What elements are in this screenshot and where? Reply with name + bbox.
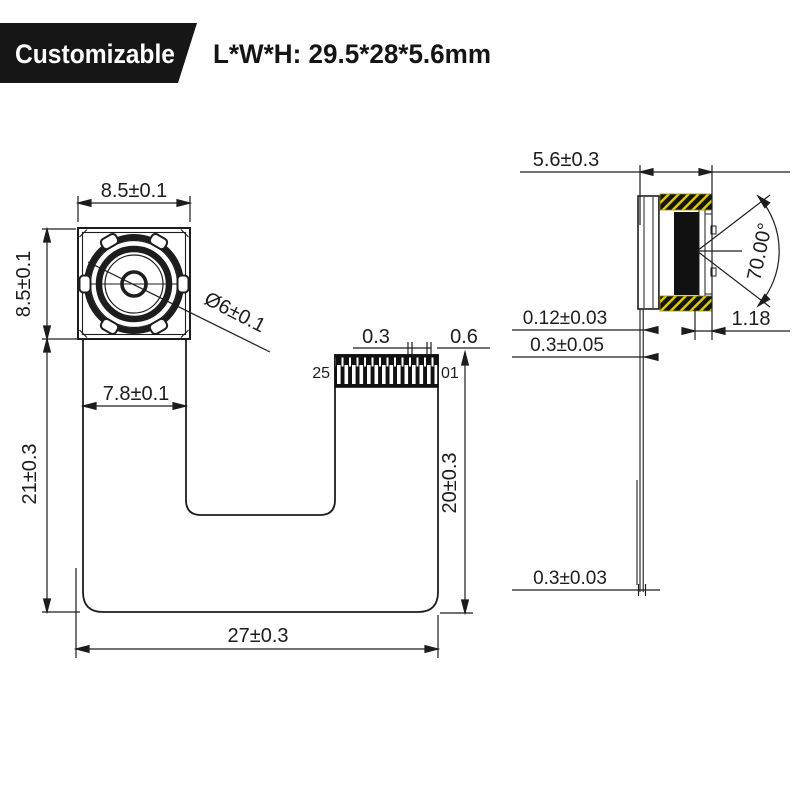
emi-shield-bottom: [659, 295, 713, 312]
dim-fpc-thickness: 0.3±0.03: [533, 568, 607, 589]
dim-top-width: 8.5±0.1: [101, 180, 168, 202]
pin-label-01: 01: [441, 365, 459, 382]
front-view: 8.5±0.1 8.5±0.1 Ø6±0.1 7.8±0.1 21±0.3 20…: [13, 180, 490, 658]
dim-thickness: 5.6±0.3: [533, 149, 600, 171]
banner-size-label: L*W*H: 29.5*28*5.6mm: [213, 39, 491, 69]
pin-label-25: 25: [312, 365, 330, 382]
dim-pin-pitch: 0.3: [362, 326, 390, 348]
dim-lens-offset: 1.18: [732, 308, 771, 330]
lens-diameter-leader: [87, 261, 271, 353]
dim-module-height: 8.5±0.1: [13, 251, 35, 318]
front-dimension-lines: [42, 196, 490, 658]
fpc-connector: [334, 354, 439, 388]
dim-right-height: 20±0.3: [439, 452, 461, 513]
dim-edge-gap: 0.6: [450, 326, 478, 348]
side-view: 5.6±0.3 70.00° 1.18 0.12±0.03 0.3±0.05 0…: [512, 149, 790, 596]
fov-cone: [696, 192, 780, 310]
dim-board: 0.3±0.05: [530, 335, 604, 356]
dim-total-height: 21±0.3: [19, 443, 41, 504]
lens: [78, 233, 271, 353]
dim-stiffener: 0.12±0.03: [523, 308, 607, 329]
emi-shield-top: [659, 193, 713, 211]
lens-ring-lobes: [78, 233, 190, 335]
lens-aperture: [120, 270, 148, 298]
side-flex-tail: [636, 309, 644, 592]
banner-badge-label: Customizable: [15, 39, 175, 69]
dim-lens-diameter: Ø6±0.1: [201, 288, 269, 337]
side-pcb: [637, 195, 660, 310]
side-dimension-lines: [512, 165, 790, 596]
side-lens-barrel: [674, 212, 699, 295]
banner-badge-shape: [0, 23, 197, 83]
dim-bottom-width: 27±0.3: [227, 625, 288, 647]
banner: Customizable L*W*H: 29.5*28*5.6mm: [0, 23, 491, 83]
fov-arc: [757, 195, 780, 307]
dim-strip-width: 7.8±0.1: [103, 383, 170, 405]
side-housing: [658, 193, 717, 312]
dim-fov-angle: 70.00°: [743, 221, 777, 282]
